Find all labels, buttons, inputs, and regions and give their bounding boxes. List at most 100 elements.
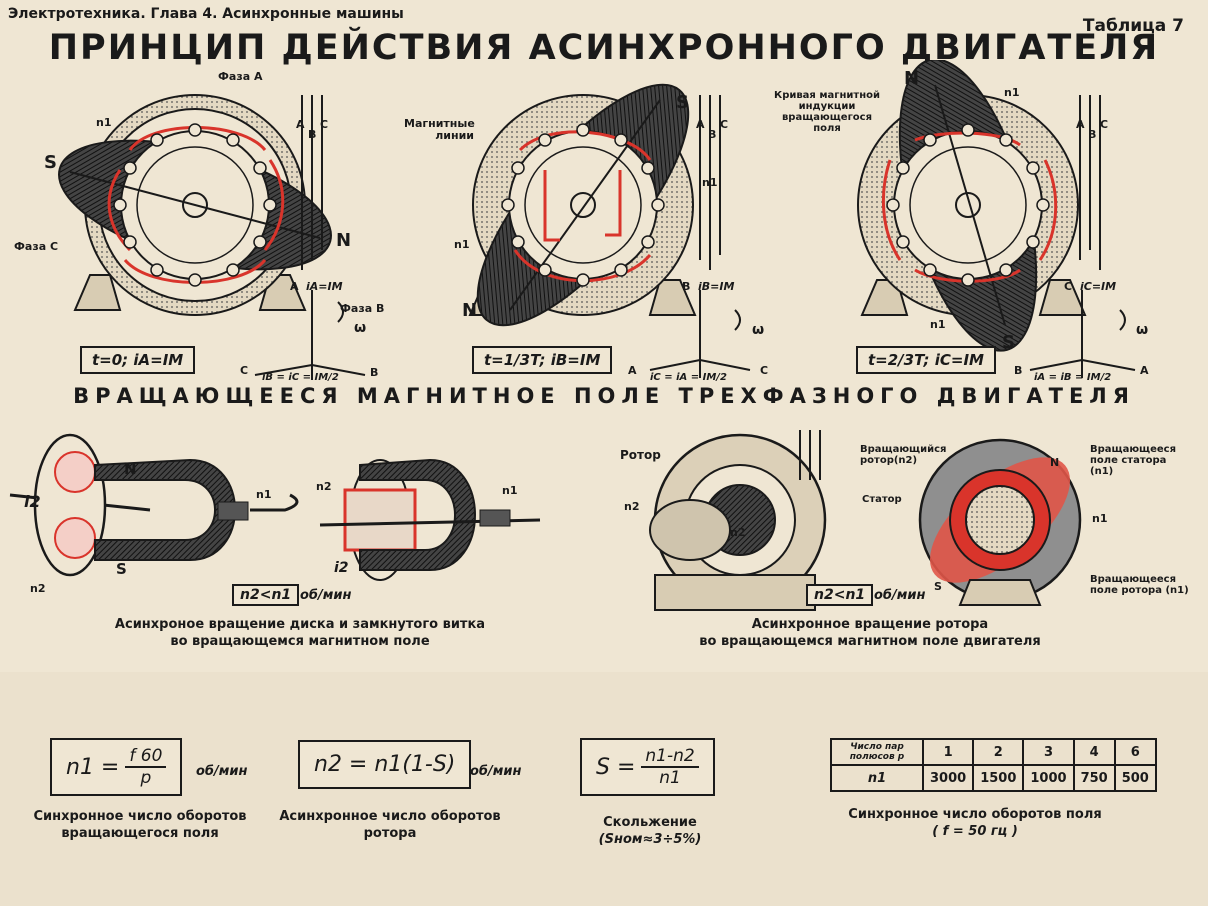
speed-inequality: n2<n1 [232, 584, 300, 606]
unit-label: об/мин [470, 764, 522, 779]
stator-label: Статор [862, 494, 902, 505]
phase-label: A [290, 280, 299, 293]
speed-unit: об/мин [874, 588, 926, 603]
magnetic-lines-label: Магнитные линии [404, 117, 475, 142]
table-caption: Синхронное число оборотов поля ( f = 50 … [848, 807, 1102, 839]
n2b-label: n2 [730, 526, 746, 539]
table-cell: 1000 [1022, 764, 1075, 792]
speed-unit: об/мин [300, 588, 352, 603]
terminal-b: B [708, 128, 717, 141]
field-cross-section [918, 438, 1082, 606]
vector-bottom: iB = iC = IM/2 [262, 372, 339, 383]
n2b-label: n2 [316, 480, 332, 493]
terminal-a: A [1076, 118, 1085, 131]
south-label: S [116, 560, 127, 578]
motor-1 [58, 94, 366, 380]
current-label: iC=IM [1080, 280, 1117, 293]
synchronous-speed-formula: n1 = f 60 p [50, 738, 183, 796]
caption-right: Асинхронное вращение ротора во вращающем… [699, 617, 1041, 649]
rotating-rotor-label: Вращающийся ротор(n2) [860, 444, 947, 466]
n1-label: n1 [1092, 512, 1108, 525]
motor-3 [857, 60, 1136, 378]
n1-top-label: n1 [1004, 86, 1020, 99]
vector-b: B [1014, 364, 1023, 377]
table-cell: 3 [1022, 738, 1075, 766]
table-cell: 1 [921, 738, 975, 766]
n1-label: n1 [256, 488, 272, 501]
n1-bottom-label: n1 [930, 318, 946, 331]
table-cell: 750 [1072, 764, 1116, 792]
table-header-cell: n1 [830, 764, 924, 792]
table-cell: 6 [1113, 738, 1157, 766]
induction-curve-label: Кривая магнитной индукции вращающегося п… [774, 90, 880, 134]
terminal-b: B [308, 128, 317, 141]
time-formula: t=1/3T; iB=IM [472, 346, 613, 374]
i2b-label: i2 [334, 560, 349, 576]
time-formula: t=0; iA=IM [80, 346, 196, 374]
south-pole: S [44, 152, 57, 173]
north-pole: N [336, 230, 352, 251]
terminal-a: A [696, 118, 705, 131]
chapter-header: Электротехника. Глава 4. Асинхронные маш… [8, 6, 404, 22]
south-pole: S [1002, 332, 1015, 353]
formula-caption: Синхронное число оборотов вращающегося п… [33, 809, 247, 841]
terminal-a: A [296, 118, 305, 131]
table-cell: 2 [972, 738, 1025, 766]
vector-a: A [628, 364, 637, 377]
table-cell: 1500 [972, 764, 1025, 792]
terminal-c: C [720, 118, 729, 131]
stator-field-label: Вращающееся поле статора (n1) [1090, 444, 1177, 477]
formula-caption: Асинхронное число оборотов ротора [279, 809, 501, 841]
demo-illustrations [9, 430, 1082, 611]
motor-cutaway [649, 430, 827, 611]
phase-label: B [682, 280, 691, 293]
pole-speed-table: Число пар полюсов p 1 2 3 4 6 n1 3000 15… [830, 738, 1157, 792]
current-label: iB=IM [698, 280, 735, 293]
motor-2 [468, 83, 751, 378]
fraction: n1-n2 n1 [641, 746, 699, 788]
south-pole: S [676, 92, 689, 113]
north-pole: N [462, 300, 478, 321]
n1b-label: n1 [502, 484, 518, 497]
phase-a-label: Фаза A [218, 70, 263, 83]
table-cell: 500 [1113, 764, 1157, 792]
table-cell: 4 [1072, 738, 1116, 766]
table-header-cell: Число пар полюсов p [830, 738, 924, 766]
fraction: f 60 p [125, 746, 167, 788]
speed-inequality: n2<n1 [806, 584, 874, 606]
rotating-field-title: ВРАЩАЮЩЕЕСЯ МАГНИТНОЕ ПОЛЕ ТРЕХФАЗНОГО Д… [73, 384, 1135, 408]
formula-caption: Скольжение (Sном≈3÷5%) [598, 815, 702, 847]
current-label: iA=IM [306, 280, 343, 293]
vector-a: C [240, 364, 249, 377]
south-label: S [934, 580, 942, 593]
terminal-c: C [320, 118, 329, 131]
terminal-b: B [1088, 128, 1097, 141]
table-cell: 3000 [921, 764, 975, 792]
unit-label: об/мин [196, 764, 248, 779]
slip-formula: S = n1-n2 n1 [580, 738, 715, 796]
n2-label: n2 [624, 500, 640, 513]
vector-bottom: iA = iB = IM/2 [1034, 372, 1112, 383]
rotor-field-label: Вращающееся поле ротора (n1) [1090, 574, 1189, 596]
n1-label: n1 [96, 116, 112, 129]
async-speed-formula: n2 = n1(1-S) [298, 740, 472, 789]
page-title: ПРИНЦИП ДЕЙСТВИЯ АСИНХРОННОГО ДВИГАТЕЛЯ [48, 28, 1160, 68]
north-label: N [124, 460, 137, 478]
rotor-label: Ротор [620, 448, 661, 462]
table-number: Таблица 7 [1082, 16, 1184, 36]
vector-bottom: iC = iA = IM/2 [650, 372, 727, 383]
table-row: n1 3000 1500 1000 750 500 [830, 764, 1157, 792]
north-label: N [1050, 456, 1060, 469]
phase-label: C [1064, 280, 1073, 293]
caption-left: Асинхроное вращение диска и замкнутого в… [114, 617, 486, 649]
motors-diagram [58, 60, 1136, 380]
time-formula: t=2/3T; iC=IM [856, 346, 996, 374]
vector-c: C [760, 364, 769, 377]
omega-label: ω [354, 320, 367, 336]
omega-label: ω [752, 322, 765, 338]
n2-label: n2 [30, 582, 46, 595]
magnet-disk-demo [9, 433, 541, 581]
n1-top-label: n1 [702, 176, 718, 189]
north-pole: N [904, 68, 920, 89]
i2-label: i2 [24, 492, 41, 511]
